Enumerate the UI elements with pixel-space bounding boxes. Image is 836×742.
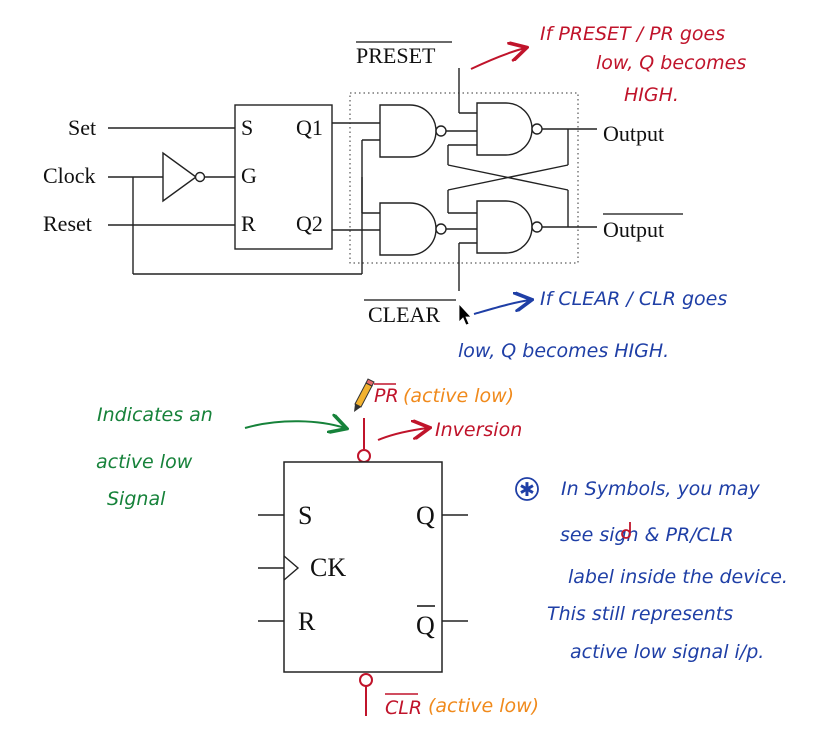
nand-gate-3 — [476, 102, 533, 156]
inversion-arrow — [377, 428, 428, 441]
clear-label: CLEAR — [368, 302, 440, 327]
nand-gate-2 — [379, 202, 437, 256]
active-low-note-line-1: Indicates an — [97, 404, 213, 426]
nand-gate-4 — [476, 200, 533, 254]
symbol-pin-q-bar: Q — [416, 611, 435, 640]
symbol-pin-s: S — [298, 501, 312, 530]
pr-label: PR — [374, 385, 399, 407]
nand-gate-3-bubble — [531, 123, 543, 135]
symbol-pin-q: Q — [416, 501, 435, 530]
note-marker-star: ✱ — [519, 479, 535, 501]
symbols-note-line-3: label inside the device. — [568, 566, 788, 588]
symbols-note-line-4: This still represents — [547, 603, 733, 625]
clock-triangle-icon — [283, 555, 300, 581]
active-low-note-line-2: active low — [96, 451, 193, 473]
symbol-pin-r: R — [298, 607, 316, 636]
preset-label: PRESET — [356, 43, 436, 68]
latch-pin-q2: Q2 — [296, 211, 323, 236]
preset-note-line-1: If PRESET / PR goes — [540, 23, 725, 45]
preset-note-line-2: low, Q becomes — [596, 52, 746, 74]
active-low-note-line-3: Signal — [107, 488, 166, 510]
preset-note-line-3: HIGH. — [624, 84, 679, 106]
symbol-pin-ck: CK — [310, 553, 346, 582]
nand-gate-2-bubble — [435, 223, 447, 235]
preset-arrow — [470, 48, 525, 70]
latch-pin-q1: Q1 — [296, 115, 323, 140]
symbols-note-line-5: active low signal i/p. — [570, 641, 764, 663]
symbols-note-line-1: In Symbols, you may — [561, 478, 761, 500]
pr-bubble — [357, 449, 371, 463]
pencil-icon — [354, 378, 375, 412]
output-label: Output — [603, 121, 664, 146]
reset-input-label: Reset — [43, 211, 92, 236]
latch-pin-r: R — [241, 211, 256, 236]
output-bar-label: Output — [603, 217, 664, 242]
cross-2b — [447, 164, 569, 191]
inversion-label: Inversion — [435, 419, 522, 441]
nand-gate-1 — [379, 104, 437, 158]
clear-note-line-2: low, Q becomes HIGH. — [458, 340, 669, 362]
symbols-note-line-2: see sign & PR/CLR — [560, 524, 734, 546]
latch-pin-g: G — [241, 163, 257, 188]
latch-pin-s: S — [241, 115, 253, 140]
nand-gate-1-bubble — [435, 125, 447, 137]
clr-bubble — [359, 673, 373, 687]
clock-input-label: Clock — [43, 163, 96, 188]
note-marker-circle — [515, 477, 539, 501]
clr-active-low: (active low) — [428, 695, 539, 717]
clr-label: CLR — [385, 697, 422, 719]
dotted-enclosure — [349, 92, 579, 264]
clear-note-line-1: If CLEAR / CLR goes — [540, 288, 727, 310]
inverter-bubble — [194, 171, 206, 183]
flip-flop-symbol-box — [283, 461, 443, 673]
inverter-gate — [162, 151, 198, 203]
nand-gate-4-bubble — [531, 221, 543, 233]
mouse-cursor-icon — [458, 302, 472, 326]
sr-latch-box — [234, 104, 333, 250]
inline-bubble-sign — [621, 529, 631, 539]
set-input-label: Set — [68, 115, 96, 140]
pr-active-low: (active low) — [403, 385, 514, 407]
active-low-arrow — [244, 421, 345, 428]
clear-arrow — [473, 300, 530, 315]
